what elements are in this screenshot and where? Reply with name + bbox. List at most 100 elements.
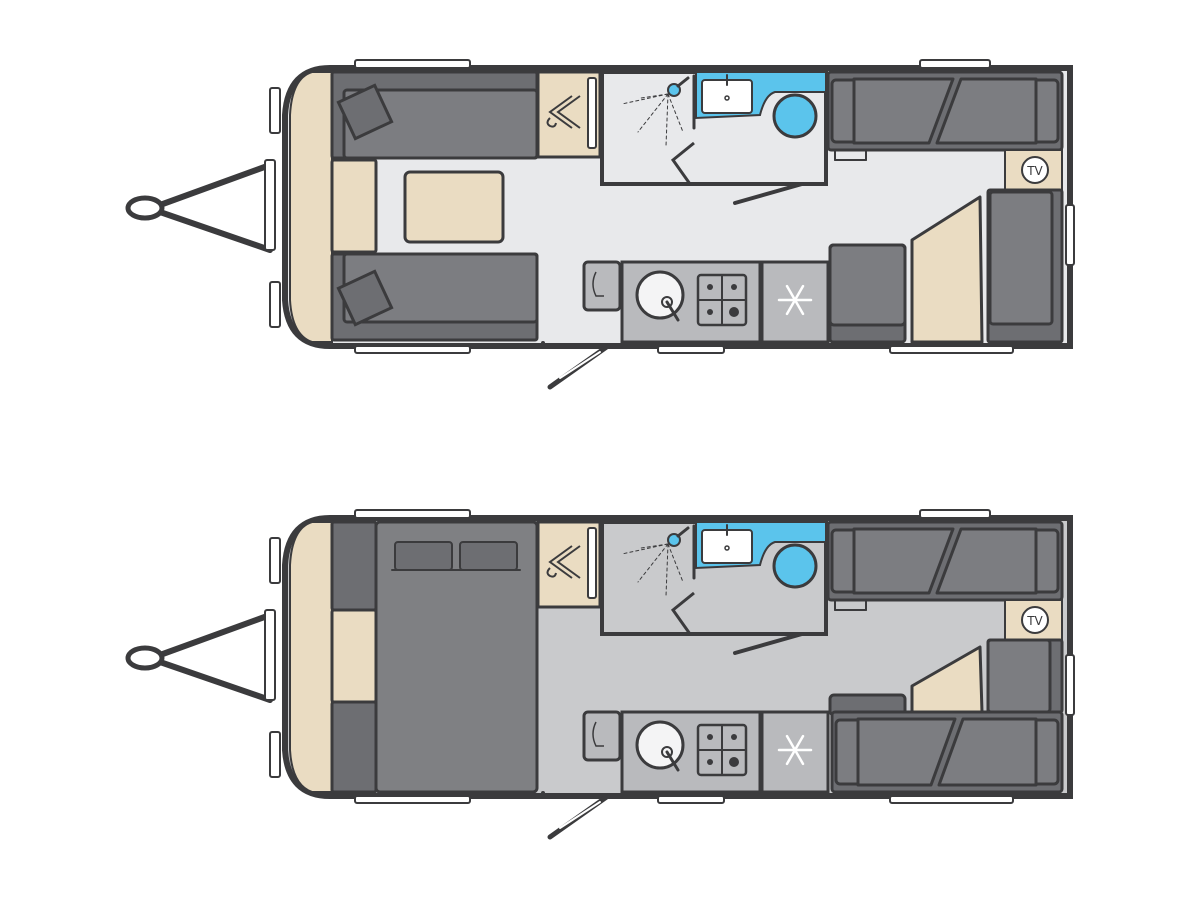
coat-hanger-icon xyxy=(546,95,581,129)
tv-label: TV xyxy=(1026,164,1043,178)
fridge xyxy=(760,710,830,794)
wardrobe-mirror xyxy=(587,527,597,599)
floorplan-dinette-layout: TV xyxy=(125,59,1075,390)
window xyxy=(889,795,1014,804)
shower-spray xyxy=(665,543,669,597)
window xyxy=(657,345,725,354)
tv-label: TV xyxy=(1026,614,1043,628)
shower-spray xyxy=(640,543,669,549)
window xyxy=(354,795,471,804)
shower-arm xyxy=(676,76,690,88)
scatter-cushion xyxy=(336,83,394,141)
tv-icon xyxy=(1021,606,1049,634)
shower-spray xyxy=(621,543,669,555)
kitchen-sink xyxy=(635,270,685,320)
seat-cushion xyxy=(828,243,907,327)
washroom-door xyxy=(733,632,804,655)
front-window xyxy=(264,159,276,251)
wardrobe-mirror xyxy=(587,77,597,149)
front-window xyxy=(269,281,281,328)
hob-burner xyxy=(729,757,739,767)
washroom-door xyxy=(733,182,804,205)
shower-spray xyxy=(637,93,669,133)
toilet xyxy=(772,543,818,589)
rear-sofa-top-cushion xyxy=(935,527,1038,595)
hob-burner xyxy=(707,734,713,740)
shower-spray xyxy=(665,93,669,147)
rear-sofa-top-cushion xyxy=(852,77,955,145)
shower-spray xyxy=(667,93,684,133)
hanger-line xyxy=(546,95,581,129)
seat-cushion xyxy=(988,190,1054,326)
a-frame-bar xyxy=(157,612,273,658)
front-shelf xyxy=(330,608,378,704)
kitchen-corner-unit xyxy=(582,260,622,312)
a-frame-bar xyxy=(157,162,273,208)
sink-tap xyxy=(665,300,680,322)
toilet xyxy=(772,93,818,139)
window xyxy=(919,509,991,519)
window xyxy=(354,345,471,354)
window xyxy=(889,345,1014,354)
rear-window xyxy=(1065,654,1075,716)
a-frame-bar xyxy=(157,659,273,703)
fridge xyxy=(760,260,830,344)
hob-burner xyxy=(731,734,737,740)
hob-burner xyxy=(731,284,737,290)
front-window xyxy=(269,731,281,778)
bedside-unit xyxy=(330,700,378,794)
shower-spray xyxy=(621,93,669,105)
a-frame-bar xyxy=(157,209,273,253)
dinette-table xyxy=(403,170,505,244)
sink-drain xyxy=(661,746,673,758)
rear-sofa-bottom-cushion xyxy=(856,717,957,787)
rear-sofa-top-cushion xyxy=(935,77,1038,145)
basin-plughole xyxy=(724,95,730,101)
snowflake-arm xyxy=(785,284,805,316)
shower-arm xyxy=(676,526,690,538)
hob-burner xyxy=(707,309,713,315)
corner-arrow-icon xyxy=(592,721,604,747)
rear-sofa-bottom-cushion xyxy=(937,717,1038,787)
scatter-cushion xyxy=(336,269,394,327)
rear-window xyxy=(1065,204,1075,266)
pillow xyxy=(459,541,518,571)
hob-burner xyxy=(707,284,713,290)
sink-tap xyxy=(665,750,680,772)
snowflake-icon xyxy=(777,284,813,316)
front-window xyxy=(264,609,276,701)
front-locker xyxy=(289,71,333,343)
sink-drain xyxy=(661,296,673,308)
snowflake-icon xyxy=(777,734,813,766)
snowflake-arm xyxy=(785,734,805,766)
front-window xyxy=(269,87,281,134)
rear-table xyxy=(910,195,984,344)
pillow xyxy=(394,541,453,571)
shower-spray xyxy=(667,543,684,583)
hob-burner xyxy=(707,759,713,765)
corner-arrow-icon xyxy=(592,271,604,297)
window xyxy=(354,509,471,519)
basin-plughole xyxy=(724,545,730,551)
front-locker xyxy=(289,521,333,793)
front-window xyxy=(269,537,281,584)
double-bed xyxy=(374,520,539,794)
shower-spray xyxy=(640,93,669,99)
shower-spray xyxy=(637,543,669,583)
hob-burner xyxy=(729,307,739,317)
hanger-line xyxy=(546,545,581,579)
kitchen-corner-unit xyxy=(582,710,622,762)
kitchen-sink xyxy=(635,720,685,770)
window xyxy=(354,59,471,69)
shower-door xyxy=(670,591,695,635)
window xyxy=(919,59,991,69)
seat-cushion xyxy=(986,638,1052,714)
rear-sofa-top-cushion xyxy=(852,527,955,595)
bedside-unit xyxy=(330,520,378,612)
door-window xyxy=(559,351,601,379)
hitch-coupling xyxy=(125,645,165,671)
shower-door xyxy=(670,141,695,185)
hitch-coupling xyxy=(125,195,165,221)
coat-hanger-icon xyxy=(546,545,581,579)
